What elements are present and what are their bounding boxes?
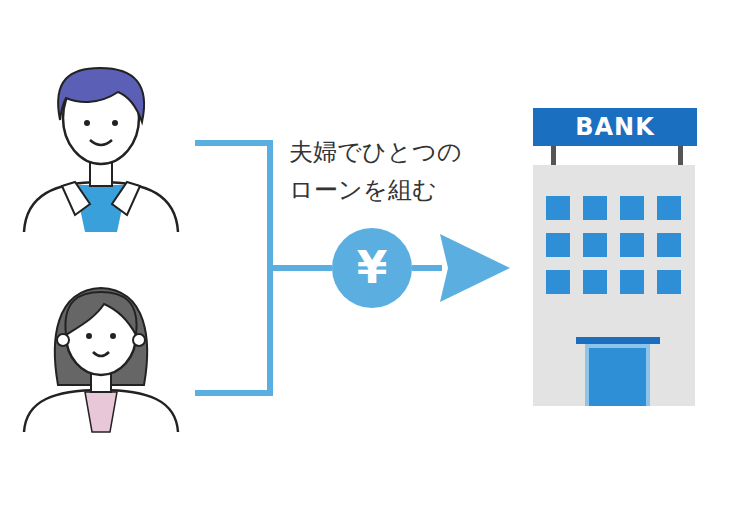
flow-arrow: [412, 234, 510, 302]
yen-circle: ¥: [332, 228, 412, 308]
woman-figure: [24, 288, 178, 432]
bank-sign-text: BANK: [533, 108, 697, 146]
caption-note: 夫婦でひとつの ローンを組む: [289, 133, 509, 209]
bank-drawing: [510, 108, 697, 406]
bank-building: BANK: [510, 108, 697, 406]
man-figure: [24, 68, 178, 232]
currency-symbol: ¥: [357, 246, 388, 290]
